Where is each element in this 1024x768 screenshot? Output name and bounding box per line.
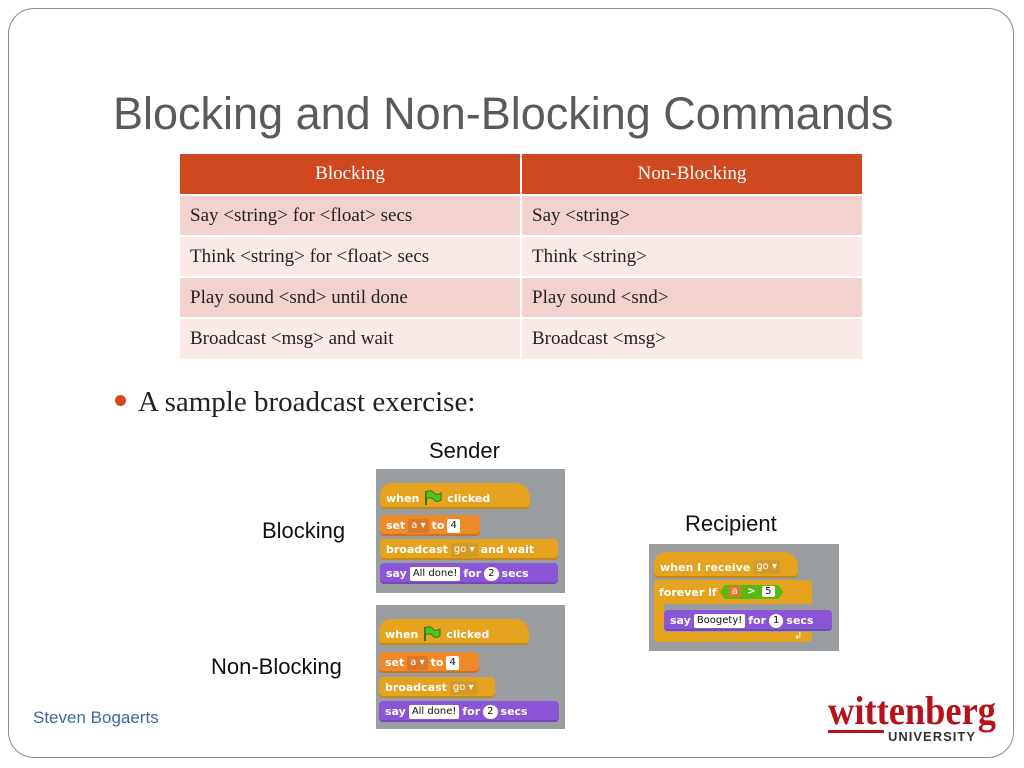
number-input[interactable]: 2 [484, 566, 499, 581]
wittenberg-university-logo: wittenberg UNIVERSITY [828, 688, 996, 744]
table-cell: Say <string> for <float> secs [180, 194, 522, 236]
table-cell: Broadcast <msg> [521, 317, 862, 359]
table-cell: Play sound <snd> until done [180, 276, 522, 318]
bullet-text: A sample broadcast exercise: [138, 386, 476, 418]
say-for-secs-block[interactable]: say Boogety! for 1 secs [664, 610, 832, 631]
table-header-blocking: Blocking [180, 154, 522, 195]
block-text: to [430, 656, 444, 669]
footer-author: Steven Bogaerts [33, 708, 159, 727]
commands-table: Blocking Non-Blocking Say <string> for <… [180, 154, 862, 359]
block-text: broadcast [385, 681, 447, 694]
block-text: say [385, 705, 406, 718]
block-text: secs [500, 705, 528, 718]
say-for-secs-block[interactable]: say All done! for 2 secs [379, 701, 559, 722]
table-cell: Play sound <snd> [521, 276, 862, 318]
block-text: clicked [447, 491, 491, 505]
table-cell: Think <string> for <float> secs [180, 235, 522, 277]
slide-title: Blocking and Non-Blocking Commands [113, 88, 894, 139]
sender-label: Sender [429, 438, 500, 463]
table-cell: Think <string> [521, 235, 862, 277]
number-input[interactable]: 2 [483, 704, 498, 719]
green-flag-icon [425, 490, 442, 505]
condition-operator: > [747, 586, 756, 597]
table-row: Say <string> for <float> secs Say <strin… [180, 194, 862, 236]
recipient-script-panel: when I receive go ▾ forever if a > 5 ↲ s… [649, 544, 839, 651]
block-text: for [748, 614, 767, 627]
dropdown-value: a [411, 519, 418, 531]
say-for-secs-block[interactable]: say All done! for 2 secs [380, 563, 558, 584]
when-flag-clicked-block[interactable]: when clicked [379, 619, 529, 645]
table-header-non-blocking: Non-Blocking [521, 154, 862, 195]
broadcast-block[interactable]: broadcast go ▾ [379, 677, 495, 698]
message-dropdown[interactable]: go ▾ [450, 542, 478, 557]
block-text: for [462, 705, 481, 718]
table-row: Broadcast <msg> and wait Broadcast <msg> [180, 317, 862, 359]
table-row: Think <string> for <float> secs Think <s… [180, 235, 862, 277]
dropdown-value: go [756, 561, 769, 572]
greater-than-condition[interactable]: a > 5 [719, 585, 784, 599]
condition-variable: a [728, 586, 741, 597]
block-text: when [386, 491, 420, 505]
blocking-script-panel: when clicked set a ▾ to 4 broadcast go ▾… [376, 469, 565, 593]
non-blocking-label: Non-Blocking [211, 654, 342, 679]
value-input[interactable]: 4 [446, 655, 459, 670]
when-flag-clicked-block[interactable]: when clicked [380, 483, 530, 509]
block-text: set [385, 656, 405, 669]
table-cell: Broadcast <msg> and wait [180, 317, 522, 359]
text-input[interactable]: Boogety! [693, 613, 746, 628]
text-input[interactable]: All done! [409, 566, 461, 581]
block-text: broadcast [386, 543, 448, 556]
block-text: secs [501, 567, 529, 580]
block-text: forever if [659, 585, 717, 599]
dropdown-value: a [410, 656, 417, 668]
forever-if-arm [654, 604, 664, 632]
table-row: Play sound <snd> until done Play sound <… [180, 276, 862, 318]
non-blocking-script-panel: when clicked set a ▾ to 4 broadcast go ▾… [376, 605, 565, 729]
recipient-label: Recipient [685, 511, 777, 536]
blocking-label: Blocking [262, 518, 346, 543]
logo-rule [828, 730, 884, 733]
when-i-receive-block[interactable]: when I receive go ▾ [654, 552, 798, 578]
variable-dropdown[interactable]: a ▾ [407, 655, 428, 670]
set-variable-block[interactable]: set a ▾ to 4 [379, 652, 479, 673]
message-dropdown[interactable]: go ▾ [449, 680, 477, 695]
block-text: to [431, 519, 445, 532]
block-text: and wait [480, 543, 535, 556]
text-input[interactable]: All done! [408, 704, 460, 719]
condition-value-input[interactable]: 5 [762, 586, 775, 597]
dropdown-value: go [453, 543, 467, 555]
block-text: secs [786, 614, 814, 627]
set-variable-block[interactable]: set a ▾ to 4 [380, 515, 480, 536]
loop-arrow-icon: ↲ [794, 631, 803, 642]
value-input[interactable]: 4 [447, 518, 460, 533]
variable-dropdown[interactable]: a ▾ [408, 518, 429, 533]
forever-if-header: forever if a > 5 [654, 580, 812, 604]
block-text: for [463, 567, 482, 580]
bullet-dot-icon [115, 394, 126, 406]
bullet-item: A sample broadcast exercise: [115, 386, 475, 419]
table-header-row: Blocking Non-Blocking [180, 154, 862, 195]
broadcast-and-wait-block[interactable]: broadcast go ▾ and wait [380, 539, 558, 560]
green-flag-icon [424, 626, 441, 641]
table-cell: Say <string> [521, 194, 862, 236]
block-text: say [670, 614, 691, 627]
block-text: when [385, 627, 419, 641]
number-input[interactable]: 1 [769, 613, 784, 628]
message-dropdown[interactable]: go ▾ [753, 560, 780, 574]
block-text: clicked [446, 627, 490, 641]
block-text: when I receive [660, 560, 751, 574]
logo-wordmark: wittenberg [828, 688, 996, 733]
slide-frame [8, 8, 1014, 758]
logo-university-text: UNIVERSITY [888, 729, 976, 744]
dropdown-value: go [452, 681, 466, 693]
block-text: set [386, 519, 406, 532]
block-text: say [386, 567, 407, 580]
